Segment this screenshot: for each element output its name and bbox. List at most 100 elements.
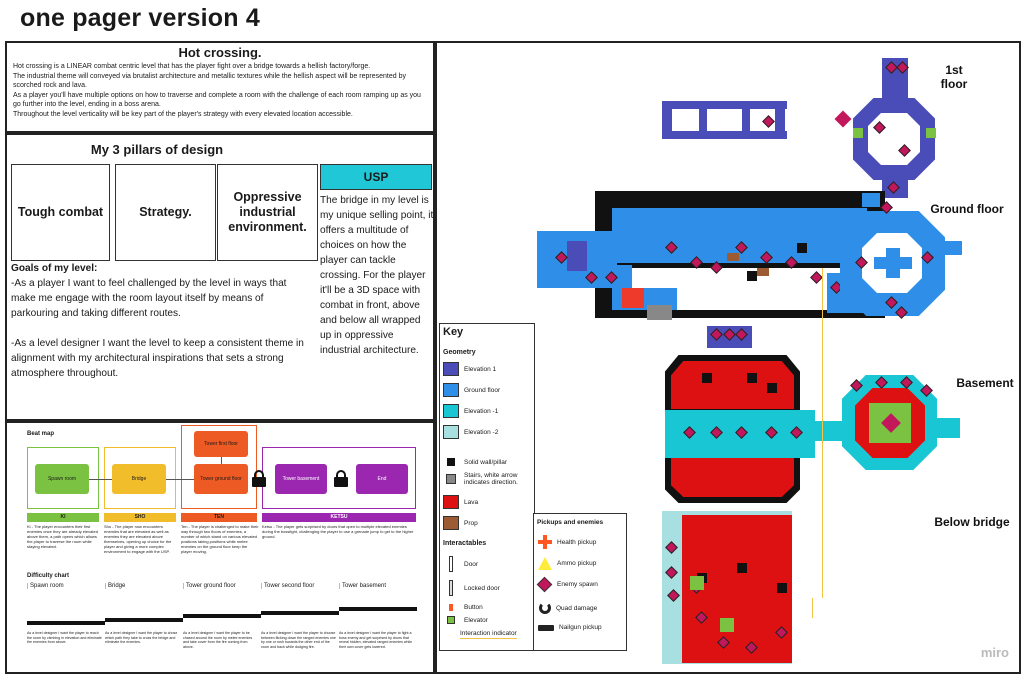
pillar-box-environment: Oppressive industrial environment.	[217, 164, 318, 261]
beat-map-panel: Beat map Spawn room Bridge Tower ground …	[5, 421, 435, 674]
key-nailgun: Nailgun pickup	[538, 624, 602, 631]
pillars-panel: My 3 pillars of design Tough combat Stra…	[5, 133, 435, 421]
ground-octagon-top	[862, 193, 880, 207]
key-ammo: Ammo pickup	[538, 557, 596, 570]
map-key: Key Geometry Elevation 1 Ground floor El…	[439, 323, 535, 651]
pillar	[767, 383, 777, 393]
beat-node-tower-ground: Tower ground floor	[194, 464, 248, 494]
difficulty-bar	[105, 617, 183, 622]
beat-node-tower-basement: Tower basement	[275, 464, 327, 494]
basement-bottom-lava	[671, 458, 794, 497]
ammo-triangle-icon	[538, 557, 552, 570]
key-elevation-neg1: Elevation -1	[443, 404, 498, 418]
difficulty-chart: Spawn room As a level designer I want the…	[27, 583, 417, 669]
walkway-post	[742, 101, 750, 139]
lava-strip	[622, 288, 644, 308]
elevator-icon	[690, 576, 704, 590]
key-label: Stairs, white arrow indicates direction.	[464, 472, 518, 486]
first-floor-void	[868, 113, 920, 165]
difficulty-note: As a level designer I want the player to…	[261, 631, 336, 649]
intro-paragraph-4: Throughout the level verticality will be…	[13, 110, 353, 118]
phase-text-ketsu: Ketsu - The player gets surprised by doo…	[262, 524, 414, 539]
beat-connector	[166, 479, 194, 480]
key-door: Door	[443, 556, 478, 572]
pillar	[747, 373, 757, 383]
key-label: Interaction indicator	[460, 630, 517, 639]
key-label: Health pickup	[557, 538, 597, 546]
phase-frame-ten	[181, 425, 257, 509]
lock-icon	[334, 470, 348, 487]
swatch	[447, 458, 455, 466]
key-enemy: Enemy spawn	[536, 576, 598, 593]
phase-bar-ten: TEN	[181, 513, 257, 522]
key-button: Button	[443, 604, 483, 611]
swatch	[446, 474, 456, 484]
label-below-bridge: Below bridge	[934, 515, 1010, 529]
difficulty-col-label: Spawn room	[27, 583, 105, 589]
door-icon	[449, 556, 453, 572]
key-label: Lava	[464, 498, 479, 506]
key-label: Button	[464, 604, 483, 611]
key-elevation-1: Elevation 1	[443, 362, 496, 376]
pillar	[747, 271, 757, 281]
difficulty-note: As a level designer I want the player to…	[105, 631, 178, 645]
key-elevator: Elevator	[443, 616, 488, 624]
phase-bar-ki: KI	[27, 513, 99, 522]
difficulty-heading: Difficulty chart	[27, 573, 70, 579]
geometry-heading: Geometry	[443, 349, 476, 356]
swatch	[443, 383, 459, 397]
walkway-upper	[662, 101, 787, 109]
intro-paragraph-2: The industrial theme will conveyed via b…	[13, 72, 406, 90]
goal-2: -As a level designer I want the level to…	[11, 338, 304, 379]
goal-1: -As a player I want to feel challenged b…	[11, 278, 287, 319]
goals-section: Goals of my level: -As a player I want t…	[11, 261, 311, 381]
intro-paragraph-1: Hot crossing is a LINEAR combat centric …	[13, 63, 371, 70]
beat-node-end: End	[356, 464, 408, 494]
difficulty-bar	[27, 621, 105, 626]
health-cross-icon	[538, 535, 552, 549]
pillar	[777, 583, 787, 593]
prop	[757, 268, 769, 276]
enemy-spawn-icon	[762, 115, 775, 128]
difficulty-col-label: Tower basement	[339, 583, 417, 589]
phase-bar-sho: SHO	[104, 513, 176, 522]
intro-heading: Hot crossing.	[178, 45, 262, 60]
enemy-diamond-icon	[536, 576, 553, 593]
key-locked-door: Locked door	[443, 580, 500, 596]
prop	[727, 253, 739, 261]
phase-text-ten: Ten - The player is challenged to make t…	[181, 524, 259, 554]
ground-octagon-cross	[874, 257, 912, 269]
difficulty-col-label: Tower ground floor	[183, 583, 261, 589]
button-icon	[449, 604, 453, 611]
key-stairs: Stairs, white arrow indicates direction.	[443, 472, 535, 486]
key-label: Elevation 1	[464, 365, 497, 373]
key-label: Nailgun pickup	[559, 624, 602, 631]
label-basement: Basement	[956, 376, 1014, 390]
phase-text-sho: Sho - The player now encounters enemies …	[104, 524, 172, 554]
stairs-icon	[647, 305, 672, 320]
key-ground-floor: Ground floor	[443, 383, 500, 397]
beat-connector	[221, 457, 222, 464]
key-prop: Prop	[443, 516, 478, 530]
enemy-spawn-icon	[834, 110, 852, 128]
pickups-heading: Pickups and enemies	[537, 519, 604, 526]
intro-paragraph-3: As a player you'll have multiple options…	[13, 91, 421, 109]
walkway-end	[775, 105, 785, 135]
swatch	[443, 425, 459, 439]
label-1st-floor: 1st floor	[940, 63, 968, 91]
key-quad: Quad damage	[539, 602, 597, 614]
interaction-indicator-line	[822, 268, 823, 598]
pillar-box-strategy: Strategy.	[115, 164, 216, 261]
walkway-post	[699, 101, 707, 139]
difficulty-col-label: Tower second floor	[261, 583, 339, 589]
difficulty-bar	[261, 610, 339, 615]
swatch	[443, 362, 459, 376]
phase-text-ki: Ki - The player encounters their first e…	[27, 524, 98, 549]
usp-label: USP	[320, 164, 432, 190]
swatch	[443, 404, 459, 418]
pillar	[797, 243, 807, 253]
key-elevation-neg2: Elevation -2	[443, 425, 498, 439]
elevator-icon	[926, 128, 936, 138]
difficulty-note: As a level designer I want the player to…	[183, 631, 253, 649]
key-lava: Lava	[443, 495, 478, 509]
